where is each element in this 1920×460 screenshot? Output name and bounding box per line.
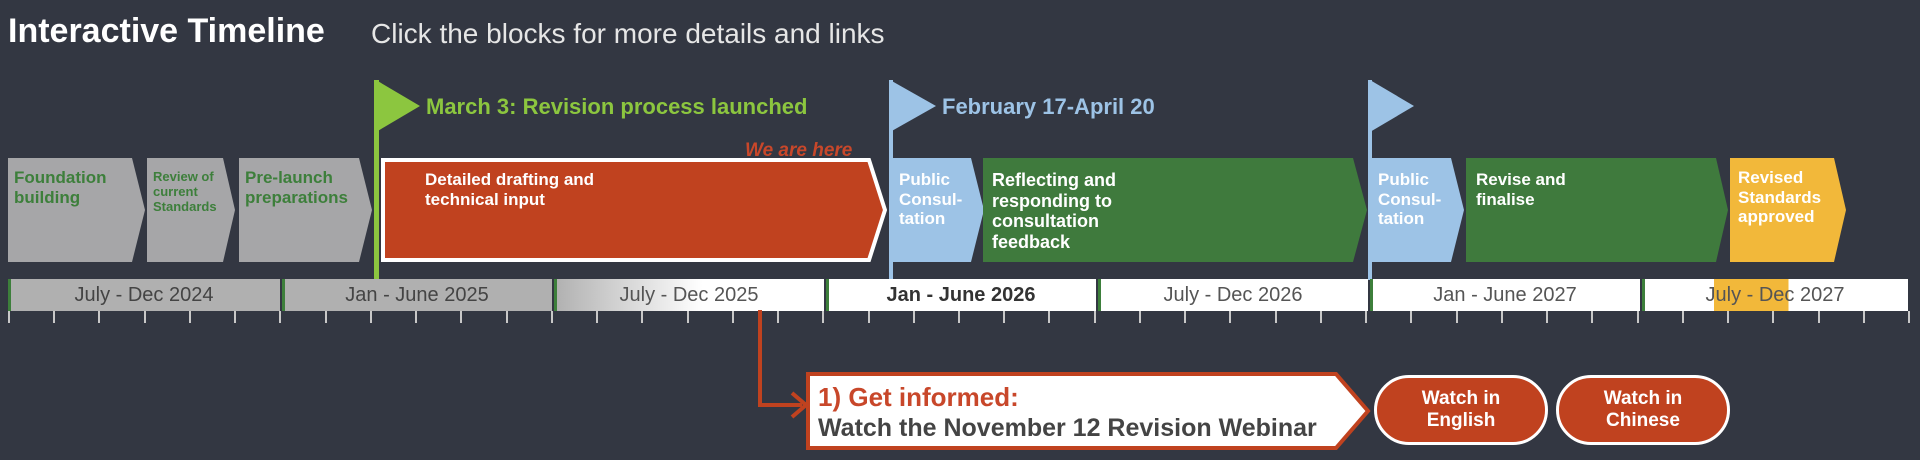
timeline-tick xyxy=(144,311,146,323)
timeline-bar: July - Dec 2024 Jan - June 2025 July - D… xyxy=(8,279,1908,311)
timeline-tick xyxy=(913,311,915,323)
block-foundation-building[interactable]: Foundation building xyxy=(8,158,145,262)
timeline-tick xyxy=(279,311,281,323)
period-label-current: Jan - June 2026 xyxy=(826,279,1096,311)
block-label: Review of current Standards xyxy=(153,169,217,214)
launch-flag-label: March 3: Revision process launched xyxy=(426,94,808,119)
period-label: July - Dec 2025 xyxy=(554,279,824,311)
timeline-tick xyxy=(822,311,824,323)
period-label: Jan - June 2027 xyxy=(1370,279,1640,311)
block-public-consultation-1[interactable]: Public Consul-tation xyxy=(891,158,984,262)
timeline-tick xyxy=(596,311,598,323)
timeline-ticks xyxy=(8,311,1910,325)
button-label: Watch in xyxy=(1603,388,1683,409)
timeline-tick xyxy=(868,311,870,323)
block-label: Pre-launch preparations xyxy=(245,168,348,207)
timeline-tick xyxy=(98,311,100,323)
launch-flag-icon xyxy=(374,80,420,280)
webinar-heading: 1) Get informed: xyxy=(818,382,1019,412)
timeline-tick xyxy=(1184,311,1186,323)
button-label: English xyxy=(1426,410,1496,431)
block-label: Detailed drafting and technical input xyxy=(425,170,595,209)
timeline-tick xyxy=(958,311,960,323)
timeline-tick xyxy=(1863,311,1865,323)
timeline-tick xyxy=(234,311,236,323)
block-label: Public Consul-tation xyxy=(1378,170,1442,229)
timeline-tick xyxy=(1139,311,1141,323)
timeline-tick xyxy=(732,311,734,323)
timeline-tick xyxy=(1591,311,1593,323)
timeline-tick xyxy=(1003,311,1005,323)
timeline-tick xyxy=(1365,311,1367,323)
timeline-tick xyxy=(1546,311,1548,323)
block-detailed-drafting[interactable]: Detailed drafting and technical input xyxy=(381,158,887,262)
block-pre-launch[interactable]: Pre-launch preparations xyxy=(239,158,372,262)
timeline-tick xyxy=(1908,311,1910,323)
block-review-standards[interactable]: Review of current Standards xyxy=(147,158,235,262)
timeline-tick xyxy=(189,311,191,323)
timeline-tick xyxy=(1727,311,1729,323)
timeline-tick xyxy=(1094,311,1096,323)
timeline-tick xyxy=(687,311,689,323)
period-label: July - Dec 2026 xyxy=(1098,279,1368,311)
webinar-text: Watch the November 12 Revision Webinar xyxy=(818,414,1317,442)
watch-chinese-button[interactable]: Watch in Chinese xyxy=(1556,375,1730,445)
timeline-tick xyxy=(1456,311,1458,323)
timeline-tick xyxy=(1048,311,1050,323)
button-label: Watch in xyxy=(1421,388,1501,409)
button-label: Chinese xyxy=(1606,410,1680,431)
period-label: July - Dec 2027 xyxy=(1642,279,1908,311)
timeline-tick xyxy=(1275,311,1277,323)
block-label: Revised Standards approved xyxy=(1738,168,1822,227)
consultation-flag-label: February 17-April 20 xyxy=(942,94,1155,119)
timeline-tick xyxy=(1682,311,1684,323)
timeline-tick xyxy=(1410,311,1412,323)
period-label: Jan - June 2025 xyxy=(282,279,552,311)
timeline-tick xyxy=(551,311,553,323)
webinar-link[interactable]: 1) Get informed: Watch the November 12 R… xyxy=(806,372,1371,450)
block-revised-approved[interactable]: Revised Standards approved xyxy=(1730,158,1846,262)
timeline-tick xyxy=(641,311,643,323)
timeline-tick xyxy=(325,311,327,323)
timeline-tick xyxy=(1320,311,1322,323)
timeline-tick xyxy=(370,311,372,323)
timeline-tick xyxy=(1637,311,1639,323)
timeline-tick xyxy=(1229,311,1231,323)
watch-english-button[interactable]: Watch in English xyxy=(1374,375,1548,445)
block-label: Reflecting and responding to consultatio… xyxy=(992,170,1117,253)
period-label: July - Dec 2024 xyxy=(8,279,280,311)
block-label: Revise and finalise xyxy=(1476,170,1566,209)
block-revise-finalise[interactable]: Revise and finalise xyxy=(1466,158,1728,262)
page-title: Interactive Timeline xyxy=(8,12,325,50)
timeline-tick xyxy=(1501,311,1503,323)
timeline-tick xyxy=(460,311,462,323)
block-public-consultation-2[interactable]: Public Consul-tation xyxy=(1370,158,1464,262)
timeline-tick xyxy=(1818,311,1820,323)
timeline-tick xyxy=(777,311,779,323)
timeline-tick xyxy=(415,311,417,323)
timeline-tick xyxy=(8,311,10,323)
timeline-tick xyxy=(506,311,508,323)
page-subtitle: Click the blocks for more details and li… xyxy=(371,18,885,49)
timeline-tick xyxy=(53,311,55,323)
timeline-tick xyxy=(1772,311,1774,323)
block-reflecting-responding[interactable]: Reflecting and responding to consultatio… xyxy=(983,158,1367,262)
block-label: Public Consul-tation xyxy=(899,170,963,229)
block-label: Foundation building xyxy=(14,168,107,207)
we-are-here-label: We are here xyxy=(745,140,853,161)
